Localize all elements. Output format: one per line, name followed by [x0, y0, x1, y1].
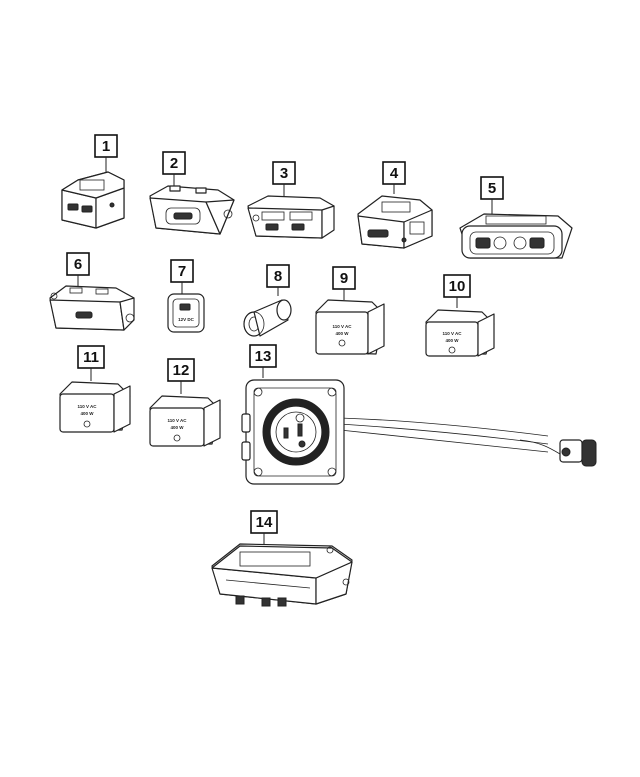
- callout-10[interactable]: 10: [443, 274, 471, 308]
- part-12-voltage-label: 110 V AC: [167, 418, 187, 423]
- callout-5[interactable]: 5: [480, 176, 504, 214]
- part-14-inverter-module[interactable]: [211, 543, 353, 607]
- callout-14[interactable]: 14: [250, 510, 278, 544]
- callout-14-label: 14: [256, 514, 273, 531]
- callout-13-label: 13: [255, 348, 272, 365]
- part-13-bed-outlet-harness[interactable]: [241, 379, 597, 485]
- callout-12-label: 12: [173, 362, 190, 379]
- part-10-power-label: 400 W: [445, 338, 459, 343]
- part-12-110v-outlet[interactable]: 110 V AC 400 W: [149, 395, 221, 447]
- callout-1-label: 1: [102, 138, 110, 155]
- callout-9[interactable]: 9: [332, 266, 356, 300]
- callout-7[interactable]: 7: [170, 259, 194, 294]
- callout-11-label: 11: [83, 349, 99, 366]
- part-8-socket-sleeve[interactable]: [243, 299, 292, 337]
- part-2-usb-port[interactable]: [149, 185, 235, 235]
- part-4-usb-hub[interactable]: [357, 195, 433, 249]
- part-10-voltage-label: 110 V AC: [442, 331, 462, 336]
- part-3-dual-usb-module[interactable]: [247, 195, 335, 239]
- callout-12[interactable]: 12: [167, 358, 195, 394]
- callout-8[interactable]: 8: [266, 264, 290, 296]
- callout-7-label: 7: [178, 263, 186, 280]
- callout-4-label: 4: [390, 165, 399, 182]
- part-7-12v-outlet[interactable]: 12V DC: [167, 293, 205, 333]
- callout-2-label: 2: [170, 155, 178, 172]
- part-10-110v-outlet[interactable]: 110 V AC 400 W: [425, 309, 495, 357]
- callout-13[interactable]: 13: [249, 344, 277, 378]
- part-1-usb-module[interactable]: [61, 171, 125, 229]
- callout-3-label: 3: [280, 165, 288, 182]
- callout-6[interactable]: 6: [66, 252, 90, 288]
- callout-2[interactable]: 2: [162, 151, 186, 188]
- callout-5-label: 5: [488, 180, 496, 197]
- callout-11[interactable]: 11: [77, 345, 105, 381]
- part-11-110v-outlet[interactable]: 110 V AC 400 W: [59, 381, 131, 433]
- callout-4[interactable]: 4: [382, 161, 406, 194]
- callout-6-label: 6: [74, 256, 82, 273]
- callout-8-label: 8: [274, 268, 282, 285]
- part-12-power-label: 400 W: [170, 425, 184, 430]
- part-5-usb-bezel[interactable]: [459, 213, 573, 259]
- callout-10-label: 10: [449, 278, 466, 295]
- part-11-voltage-label: 110 V AC: [77, 404, 97, 409]
- part-11-power-label: 400 W: [80, 411, 94, 416]
- part-9-power-label: 400 W: [335, 331, 349, 336]
- part-6-usb-module[interactable]: [49, 285, 135, 331]
- callout-9-label: 9: [340, 270, 348, 287]
- part-9-voltage-label: 110 V AC: [332, 324, 352, 329]
- callout-3[interactable]: 3: [272, 161, 296, 196]
- part-7-voltage-label: 12V DC: [178, 317, 195, 322]
- callout-1[interactable]: 1: [94, 134, 118, 172]
- part-9-110v-outlet[interactable]: 110 V AC 400 W: [315, 299, 385, 355]
